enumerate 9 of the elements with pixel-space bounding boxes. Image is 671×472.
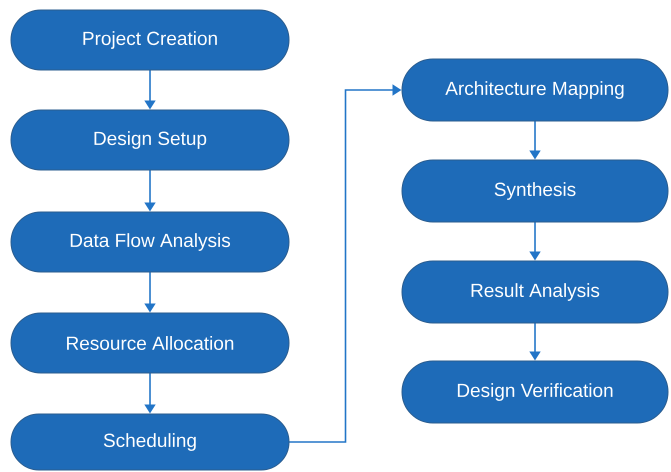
- process-box: Design Setup: [10, 110, 290, 170]
- process-box: Result Analysis: [402, 260, 668, 324]
- process-box: Design Verification: [402, 360, 668, 424]
- process-box: Scheduling: [10, 414, 290, 470]
- process-box: Project Creation: [10, 10, 290, 70]
- process-box: Resource Allocation: [10, 312, 290, 374]
- process-box: Architecture Mapping: [402, 58, 668, 122]
- process-box: Data Flow Analysis: [10, 212, 290, 272]
- process-box: Synthesis: [402, 160, 668, 222]
